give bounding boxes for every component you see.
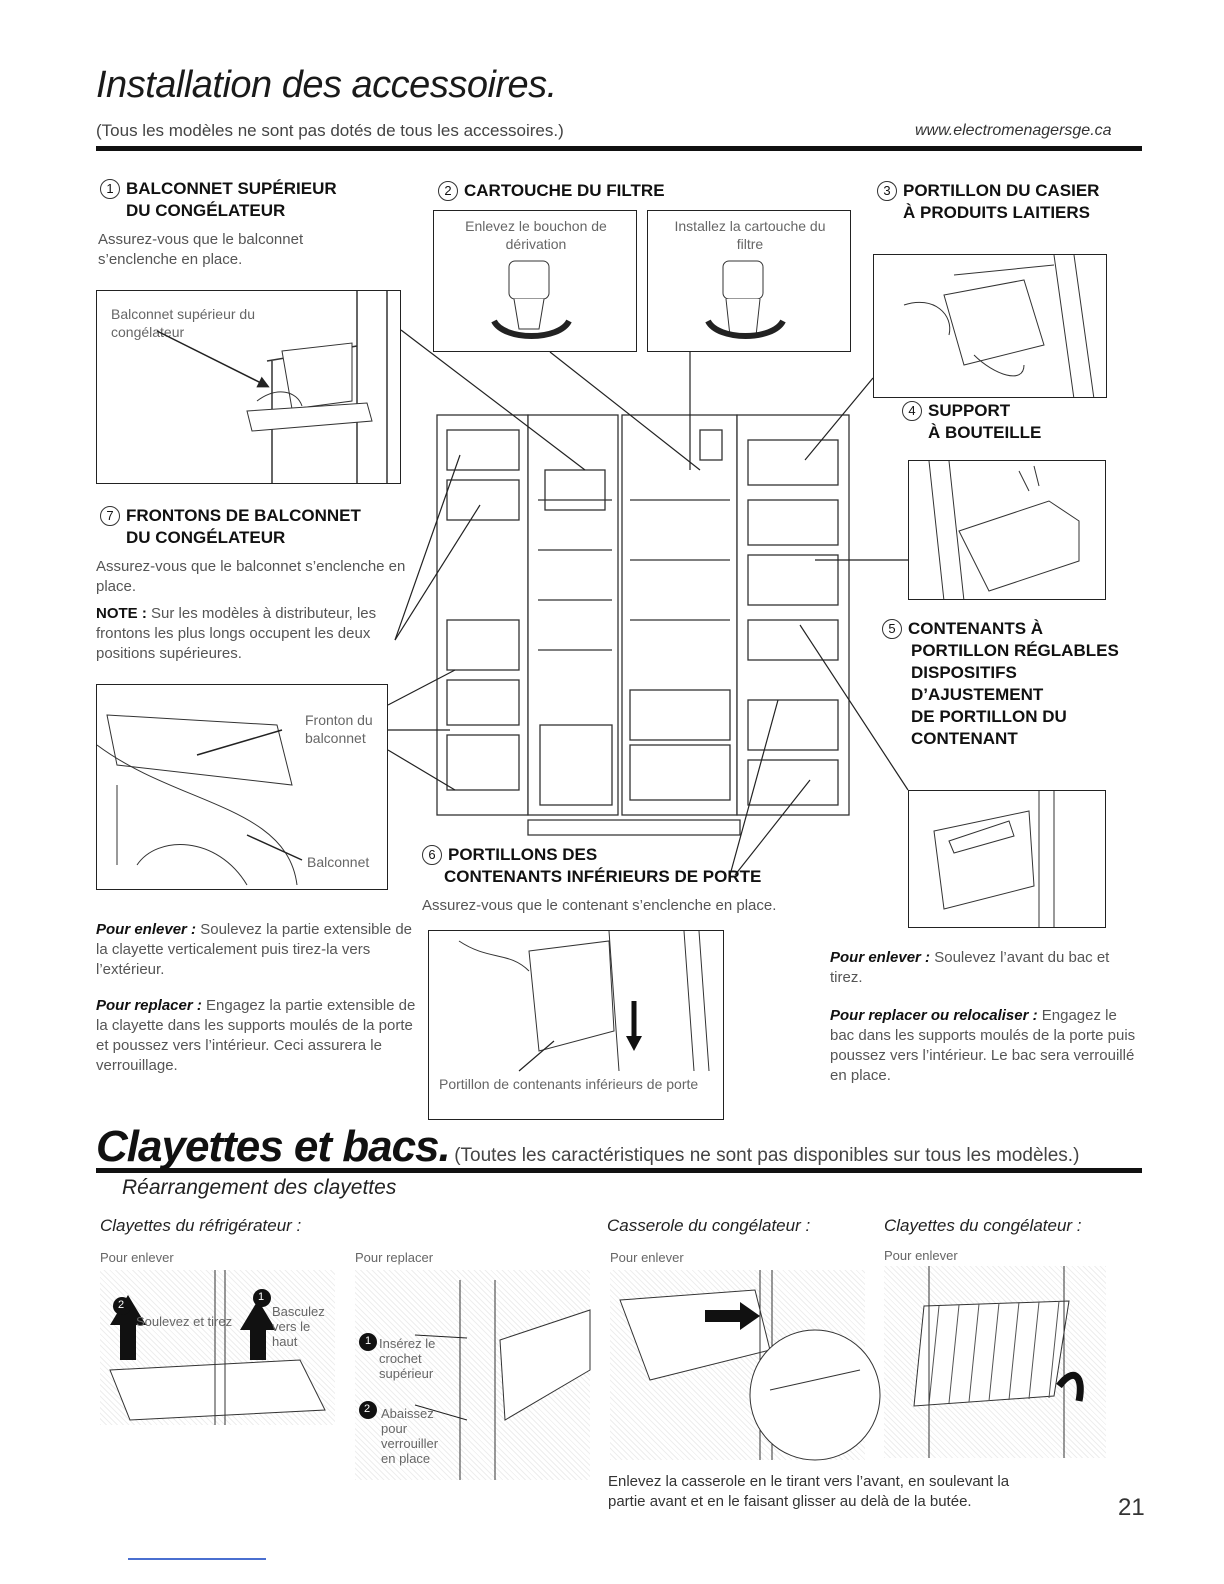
left-replace-instructions: Pour replacer : Engagez la partie extens… <box>96 996 416 1076</box>
freezer-bin-drawing <box>97 291 401 484</box>
section-2-subtitle: Réarrangement des clayettes <box>122 1176 396 1200</box>
left-remove-label: Pour enlever : <box>96 921 196 938</box>
right-replace-label: Pour replacer ou relocaliser : <box>830 1007 1038 1024</box>
right-remove-instructions: Pour enlever : Soulevez l’avant du bac e… <box>830 948 1140 988</box>
lower-bin-drawing <box>429 931 724 1120</box>
badge-2-replace: 2 <box>364 1403 370 1415</box>
section-2-heading: Clayettes et bacs. (Toutes les caractéri… <box>96 1122 1079 1172</box>
fridge-shelves-label: Clayettes du réfrigérateur : <box>100 1216 301 1236</box>
item-7-figure: Fronton du balconnet Balconnet <box>96 684 388 890</box>
item-7-note-label: NOTE : <box>96 605 147 622</box>
left-remove-instructions: Pour enlever : Soulevez la partie extens… <box>96 920 416 980</box>
freezer-pan-drawing <box>610 1270 865 1460</box>
item-6-number: 6 <box>422 845 442 865</box>
item-6-text: Assurez-vous que le contenant s’enclench… <box>422 896 842 916</box>
wire-shelf-drawing <box>884 1266 1106 1458</box>
section-2-rule <box>96 1168 1142 1173</box>
section-2-note: (Toutes les caractéristiques ne sont pas… <box>454 1145 1079 1166</box>
page-title: Installation des accessoires. <box>96 64 557 107</box>
page-number: 21 <box>1118 1494 1145 1522</box>
item-4-figure <box>908 460 1106 600</box>
left-replace-label: Pour replacer : <box>96 997 202 1014</box>
freezer-pan-caption: Enlevez la casserole en le tirant vers l… <box>608 1472 1048 1512</box>
bottle-support-drawing <box>909 461 1106 600</box>
step-2-replace-text: Abaissez pour verrouiller en place <box>381 1406 451 1466</box>
item-7-number: 7 <box>100 506 120 526</box>
badge-1-remove: 1 <box>258 1291 264 1303</box>
bypass-plug-drawing <box>434 211 637 352</box>
freezer-shelf-figure <box>884 1266 1106 1458</box>
right-remove-label: Pour enlever : <box>830 949 930 966</box>
item-1-number: 1 <box>100 179 120 199</box>
badge-1-replace: 1 <box>365 1335 371 1347</box>
filter-step-2-figure: Installez la cartouche du filtre <box>647 210 851 352</box>
freezer-shelves-label: Clayettes du congélateur : <box>884 1216 1082 1236</box>
item-1-figure: Balconnet supérieur du congélateur <box>96 290 401 484</box>
item-3-figure <box>873 254 1107 398</box>
page-subtitle: (Tous les modèles ne sont pas dotés de t… <box>96 121 564 141</box>
dairy-door-drawing <box>874 255 1107 398</box>
right-replace-instructions: Pour replacer ou relocaliser : Engagez l… <box>830 1006 1140 1086</box>
item-7-text: Assurez-vous que le balconnet s’enclench… <box>96 557 426 597</box>
pan-remove-label: Pour enlever <box>610 1250 684 1265</box>
freezer-remove-label: Pour enlever <box>884 1248 958 1263</box>
fridge-replace-label: Pour replacer <box>355 1250 433 1265</box>
footer-line <box>128 1558 266 1560</box>
step-1-remove-text: Basculez vers le haut <box>272 1304 332 1349</box>
item-2-number: 2 <box>438 181 458 201</box>
fridge-remove-label: Pour enlever <box>100 1250 174 1265</box>
freezer-pan-figure <box>610 1270 865 1460</box>
badge-2-remove: 2 <box>118 1299 124 1311</box>
fridge-replace-figure: 1 2 Insérez le crochet supérieur Abaisse… <box>355 1270 590 1480</box>
filter-cartridge-drawing <box>648 211 851 352</box>
shelf-front-drawing <box>97 685 388 890</box>
step-2-remove-text: Soulevez et tirez <box>136 1314 232 1329</box>
step-1-replace-text: Insérez le crochet supérieur <box>379 1336 449 1381</box>
website-url[interactable]: www.electromenagersge.ca <box>915 122 1112 140</box>
item-1-text: Assurez-vous que le balconnet s’enclench… <box>98 230 348 270</box>
section-2-title: Clayettes et bacs. <box>96 1122 450 1171</box>
freezer-pan-label: Casserole du congélateur : <box>607 1216 810 1236</box>
item-4-number: 4 <box>902 401 922 421</box>
filter-step-1-figure: Enlevez le bouchon de dérivation <box>433 210 637 352</box>
fridge-remove-figure: 2 1 Soulevez et tirez Basculez vers le h… <box>100 1270 335 1425</box>
item-6-figure: Portillon de contenants inférieurs de po… <box>428 930 724 1120</box>
item-3-number: 3 <box>877 181 897 201</box>
adjustable-bin-drawing <box>909 791 1106 928</box>
item-7-note: NOTE : Sur les modèles à distributeur, l… <box>96 604 416 664</box>
item-5-figure <box>908 790 1106 928</box>
item-5-number: 5 <box>882 619 902 639</box>
header-rule <box>96 146 1142 151</box>
